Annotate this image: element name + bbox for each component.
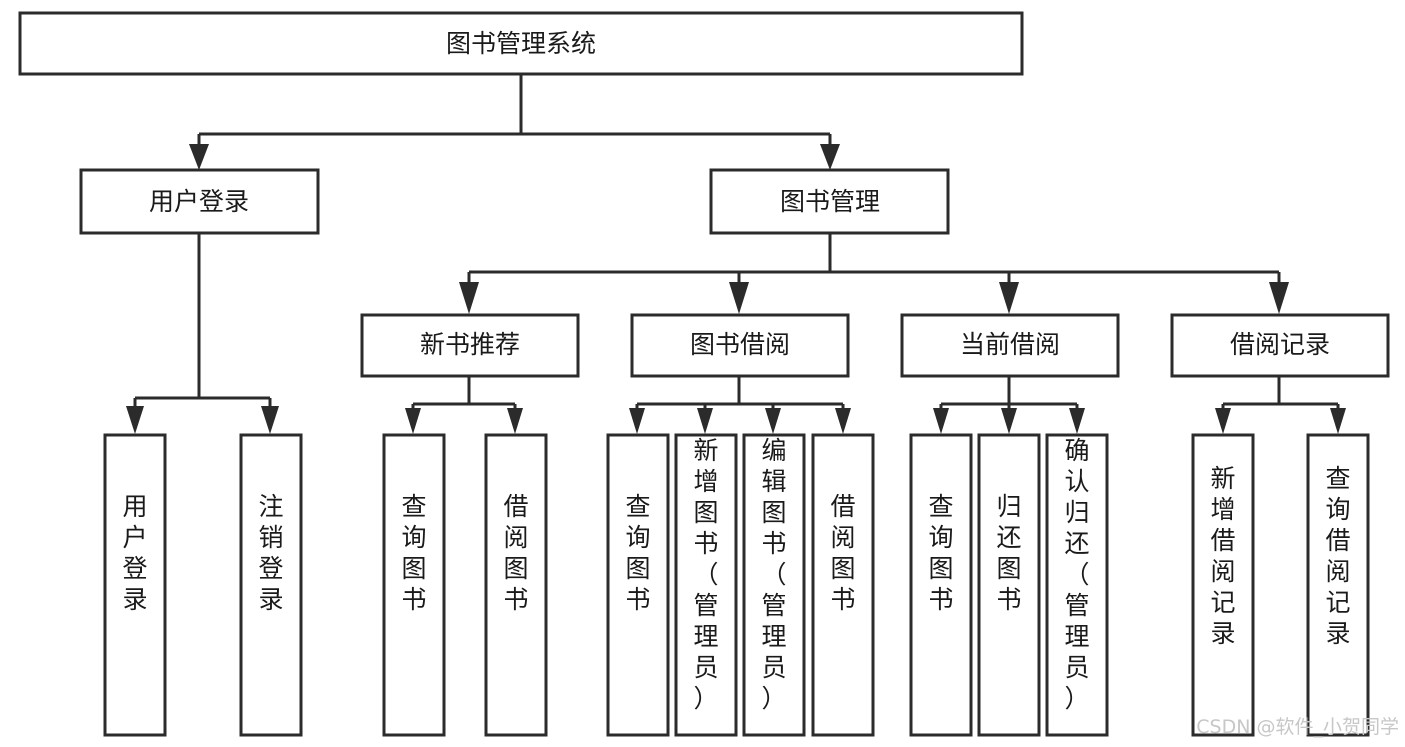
leaf-rec-add-label: 新增借阅记录: [1210, 464, 1235, 648]
leaf-rec-add-box[interactable]: [1191, 433, 1255, 737]
leaf-borrow-edit-label: 编辑图书（管理员）: [761, 436, 786, 713]
node-current-borrow[interactable]: 当前借阅: [900, 313, 1120, 378]
book-borrow-label: 图书借阅: [690, 330, 790, 359]
node-leaf-rec-borrow[interactable]: 借阅图书: [484, 433, 548, 737]
leaf-cur-return-label: 归还图书: [996, 492, 1021, 614]
book-manage-label: 图书管理: [780, 187, 880, 216]
current-borrow-box[interactable]: [900, 313, 1120, 378]
leaf-user-logout-box[interactable]: [239, 433, 303, 737]
leaf-cur-confirm-box[interactable]: [1045, 433, 1109, 737]
arrow-to-book-borrow: [729, 282, 749, 314]
current-borrow-label: 当前借阅: [960, 330, 1060, 359]
arrow-to-leaf-rec-query: [405, 408, 421, 434]
node-book-borrow[interactable]: 图书借阅: [630, 313, 850, 378]
leaf-cur-return-box[interactable]: [977, 433, 1041, 737]
leaf-rec-borrow-label: 借阅图书: [503, 492, 528, 614]
leaf-rec-borrow-box[interactable]: [484, 433, 548, 737]
node-leaf-user-login[interactable]: 用户登录: [103, 433, 167, 737]
leaf-borrow-edit-box[interactable]: [742, 433, 806, 737]
arrow-to-book-manage: [820, 144, 840, 170]
node-leaf-rec-query[interactable]: 查询图书: [382, 433, 446, 737]
leaf-rec-search-label: 查询借阅记录: [1325, 464, 1350, 648]
arrow-to-leaf-cur-confirm: [1069, 408, 1085, 434]
leaf-user-login-label: 用户登录: [122, 492, 147, 614]
borrow-record-label: 借阅记录: [1230, 330, 1330, 359]
leaf-cur-confirm-label: 确认归还（管理员）: [1064, 436, 1089, 713]
node-user-login[interactable]: 用户登录: [79, 168, 320, 235]
book-manage-box[interactable]: [709, 168, 950, 235]
leaf-rec-query-label: 查询图书: [401, 492, 426, 614]
arrow-to-user-login: [189, 144, 209, 170]
leaf-borrow-add-label: 新增图书（管理员）: [693, 436, 718, 713]
arrow-to-leaf-cur-query: [933, 408, 949, 434]
node-leaf-borrow-add[interactable]: 新增图书（管理员）: [674, 433, 738, 737]
leaf-user-login-box[interactable]: [103, 433, 167, 737]
arrow-to-leaf-borrow-query: [629, 408, 645, 434]
leaf-borrow-lend-label: 借阅图书: [830, 492, 855, 614]
leaf-borrow-add-box[interactable]: [674, 433, 738, 737]
node-leaf-borrow-lend[interactable]: 借阅图书: [811, 433, 875, 737]
csdn-watermark: CSDN @软件_小贺同学: [1196, 716, 1399, 738]
new-book-rec-box[interactable]: [360, 313, 580, 378]
node-leaf-cur-confirm[interactable]: 确认归还（管理员）: [1045, 433, 1109, 737]
leaf-borrow-lend-box[interactable]: [811, 433, 875, 737]
node-leaf-cur-return[interactable]: 归还图书: [977, 433, 1041, 737]
node-leaf-borrow-query[interactable]: 查询图书: [606, 433, 670, 737]
leaf-cur-query-box[interactable]: [909, 433, 973, 737]
leaf-rec-query-box[interactable]: [382, 433, 446, 737]
arrow-to-leaf-cur-return: [1001, 408, 1017, 434]
arrow-to-leaf-rec-search: [1330, 408, 1346, 434]
arrow-to-leaf-user-logout: [261, 406, 279, 434]
user-login-label: 用户登录: [149, 187, 249, 216]
node-leaf-cur-query[interactable]: 查询图书: [909, 433, 973, 737]
leaf-cur-query-label: 查询图书: [928, 492, 953, 614]
arrow-to-borrow-record: [1269, 282, 1289, 314]
node-root[interactable]: 图书管理系统: [18, 11, 1024, 76]
new-book-rec-label: 新书推荐: [420, 330, 520, 359]
leaf-user-logout-label: 注销登录: [258, 492, 283, 614]
arrow-to-new-book-rec: [459, 282, 479, 314]
arrow-to-leaf-borrow-lend: [835, 408, 851, 434]
root-box[interactable]: [18, 11, 1024, 76]
edges-layer: [126, 74, 1346, 434]
node-leaf-user-logout[interactable]: 注销登录: [239, 433, 303, 737]
leaf-borrow-query-box[interactable]: [606, 433, 670, 737]
leaf-borrow-query-label: 查询图书: [625, 492, 650, 614]
arrow-to-leaf-rec-borrow: [507, 408, 523, 434]
arrow-to-leaf-borrow-add: [697, 408, 713, 434]
arrow-to-current-borrow: [999, 282, 1019, 314]
leaf-rec-search-box[interactable]: [1306, 433, 1370, 737]
book-borrow-box[interactable]: [630, 313, 850, 378]
arrow-to-leaf-user-login: [126, 406, 144, 434]
borrow-record-box[interactable]: [1170, 313, 1390, 378]
node-borrow-record[interactable]: 借阅记录: [1170, 313, 1390, 378]
node-leaf-borrow-edit[interactable]: 编辑图书（管理员）: [742, 433, 806, 737]
node-book-manage[interactable]: 图书管理: [709, 168, 950, 235]
root-label: 图书管理系统: [446, 29, 596, 58]
arrow-to-leaf-rec-add: [1215, 408, 1231, 434]
node-leaf-rec-search[interactable]: 查询借阅记录: [1306, 433, 1370, 737]
node-new-book-rec[interactable]: 新书推荐: [360, 313, 580, 378]
user-login-box[interactable]: [79, 168, 320, 235]
node-leaf-rec-add[interactable]: 新增借阅记录: [1191, 433, 1255, 737]
arrow-to-leaf-borrow-edit: [765, 408, 781, 434]
